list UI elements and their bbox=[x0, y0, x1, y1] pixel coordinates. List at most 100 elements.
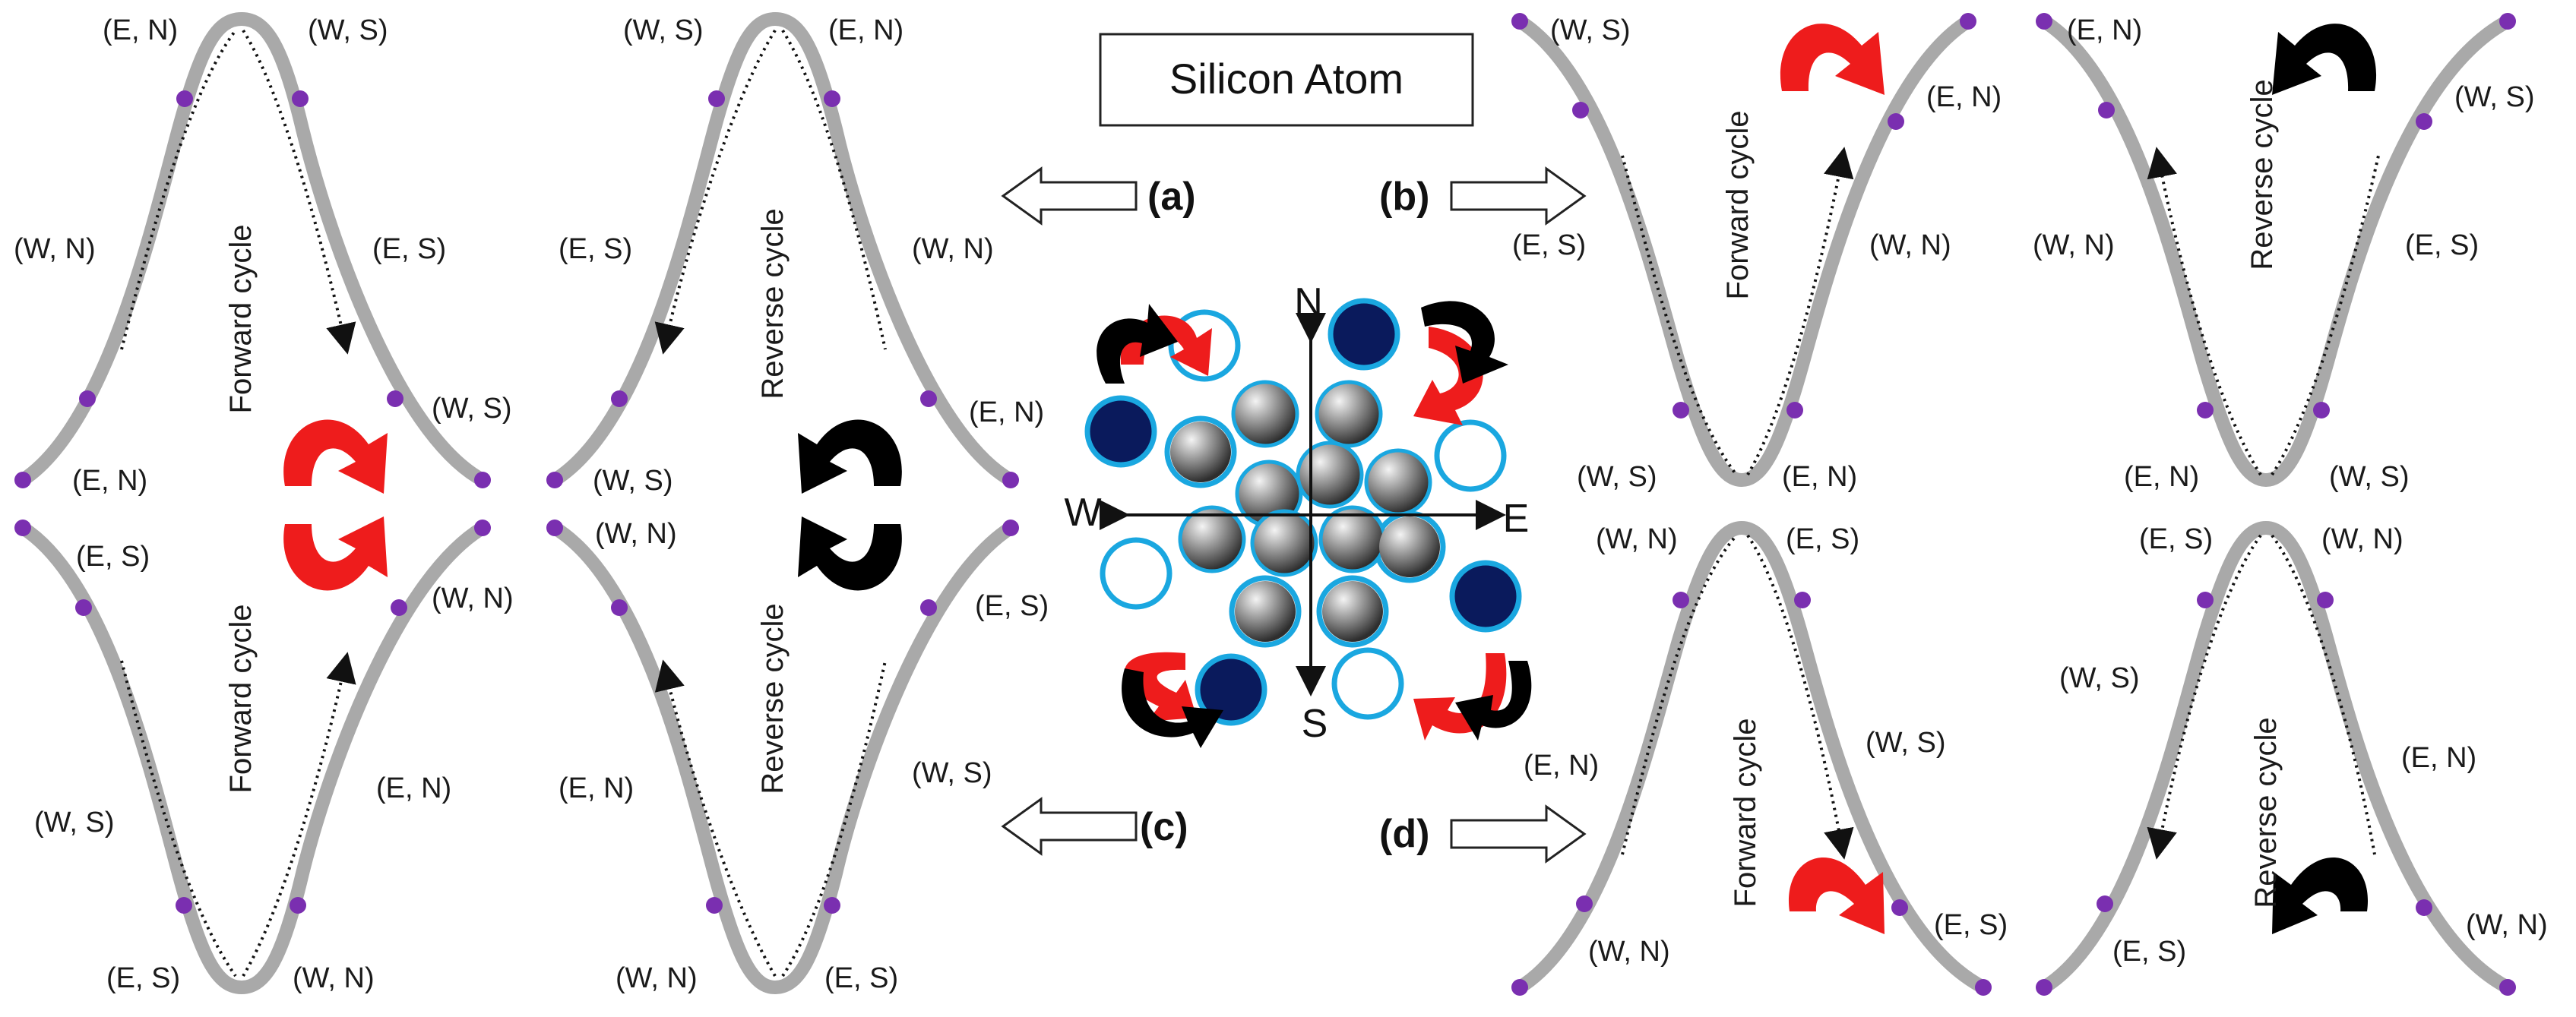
dot bbox=[474, 472, 491, 488]
coord-label: (W, N) bbox=[432, 583, 514, 614]
dotted-path-arrow bbox=[242, 652, 356, 978]
wave-d-forward bbox=[1513, 521, 1990, 994]
wave-b-reverse bbox=[2037, 14, 2514, 487]
coord-label: (E, N) bbox=[1926, 81, 2002, 113]
coord-label: (E, N) bbox=[1524, 750, 1599, 782]
coord-label: (E, S) bbox=[2405, 229, 2479, 261]
dot bbox=[546, 472, 563, 488]
coord-label: (W, S) bbox=[2059, 662, 2140, 694]
reverse-arrow-small bbox=[1122, 668, 1223, 748]
compass-n: N bbox=[1294, 280, 1323, 324]
dot bbox=[1002, 472, 1019, 488]
atom-ring bbox=[1195, 653, 1267, 726]
dot bbox=[2197, 402, 2214, 418]
coord-label: (W, S) bbox=[308, 14, 388, 46]
panel-label-a: (a) bbox=[1147, 175, 1196, 219]
coord-label: (W, N) bbox=[595, 518, 677, 550]
dotted-path bbox=[120, 29, 237, 350]
coord-label: (E, S) bbox=[2139, 523, 2213, 555]
dot bbox=[292, 90, 309, 107]
forward-arrow bbox=[1788, 858, 1885, 934]
dotted-path bbox=[2271, 534, 2376, 855]
dot bbox=[2499, 13, 2516, 30]
dot bbox=[1572, 102, 1589, 118]
dot bbox=[391, 599, 407, 616]
dot bbox=[1002, 520, 1019, 536]
atom-ring bbox=[1449, 560, 1522, 633]
wave-c-reverse bbox=[548, 521, 1017, 994]
cycle-label-a-reverse: Reverse cycle bbox=[756, 208, 790, 399]
dot bbox=[2098, 102, 2115, 118]
dot bbox=[2416, 899, 2432, 916]
dotted-path-arrow bbox=[1746, 147, 1854, 476]
wave-c-forward bbox=[16, 521, 489, 994]
atom-inner bbox=[1364, 448, 1432, 516]
atom-ring bbox=[1434, 419, 1507, 492]
coord-label: (E, S) bbox=[106, 962, 180, 994]
compass-w: W bbox=[1064, 491, 1101, 535]
dot bbox=[1673, 402, 1689, 418]
atom-ring bbox=[1084, 395, 1157, 468]
dotted-path-arrow bbox=[2147, 534, 2262, 860]
coord-label: (E, N) bbox=[103, 14, 178, 46]
coord-label: (W, N) bbox=[616, 962, 698, 994]
dot bbox=[546, 520, 563, 536]
cycle-label-b-reverse: Reverse cycle bbox=[2245, 79, 2279, 270]
coord-label: (E, S) bbox=[975, 590, 1049, 622]
atom-inner bbox=[1296, 441, 1364, 509]
coord-label: (W, N) bbox=[14, 233, 96, 265]
dot bbox=[2313, 402, 2330, 418]
coord-label: (E, S) bbox=[1786, 523, 1859, 555]
coord-label: (E, S) bbox=[372, 233, 446, 265]
dot bbox=[1511, 979, 1528, 996]
page-title: Silicon Atom bbox=[1169, 55, 1404, 103]
dot bbox=[1786, 402, 1803, 418]
cycle-label-c-reverse: Reverse cycle bbox=[756, 603, 790, 794]
dot bbox=[2499, 979, 2516, 996]
cycle-label-b-forward: Forward cycle bbox=[1721, 111, 1755, 300]
coord-label: (W, S) bbox=[1577, 461, 1657, 493]
cycle-label-a-forward: Forward cycle bbox=[224, 225, 258, 414]
dot bbox=[1511, 13, 1528, 30]
coord-label: (E, N) bbox=[559, 772, 634, 804]
wave-dots bbox=[14, 13, 2516, 996]
atom-inner bbox=[1315, 380, 1383, 448]
coord-label: (W, S) bbox=[1866, 727, 1946, 759]
forward-arrow bbox=[283, 516, 388, 591]
reverse-arrow-small bbox=[1455, 661, 1532, 741]
coord-label: (W, N) bbox=[2033, 229, 2115, 261]
coord-label: (W, S) bbox=[2329, 461, 2410, 493]
atom-inner bbox=[1235, 581, 1296, 642]
reverse-arrow bbox=[798, 516, 902, 591]
compass-e: E bbox=[1503, 497, 1530, 541]
reverse-arrow bbox=[2272, 858, 2369, 934]
coord-label: (E, S) bbox=[76, 541, 150, 573]
dot bbox=[290, 897, 306, 914]
coord-label: (W, S) bbox=[593, 465, 673, 497]
reverse-arrow bbox=[2272, 24, 2377, 95]
atom-inner bbox=[1318, 505, 1387, 573]
forward-arrow bbox=[283, 419, 388, 494]
dot bbox=[1576, 895, 1593, 912]
dot bbox=[2097, 895, 2113, 912]
reverse-arrow-small bbox=[1421, 301, 1508, 384]
coord-label: (W, N) bbox=[293, 962, 375, 994]
dot bbox=[2036, 13, 2052, 30]
wave-a-forward bbox=[16, 12, 489, 487]
dot bbox=[14, 520, 31, 536]
coord-label: (W, S) bbox=[623, 14, 704, 46]
dotted-path bbox=[781, 660, 887, 978]
atom-ring bbox=[1328, 298, 1400, 371]
coord-label: (E, S) bbox=[1934, 909, 2008, 941]
dotted-paths bbox=[120, 29, 2380, 978]
panel-label-b: (b) bbox=[1379, 175, 1429, 219]
dotted-path bbox=[781, 29, 887, 350]
atom-inner bbox=[1250, 509, 1318, 577]
dot bbox=[387, 390, 403, 407]
dot bbox=[611, 390, 628, 407]
wave-b-forward bbox=[1513, 14, 1975, 487]
coord-label: (W, N) bbox=[1596, 523, 1678, 555]
coordinate-labels: (E, N) (W, S) (W, N) (E, S) (E, N) (W, S… bbox=[14, 14, 2548, 994]
cycle-label-d-forward: Forward cycle bbox=[1729, 719, 1762, 908]
